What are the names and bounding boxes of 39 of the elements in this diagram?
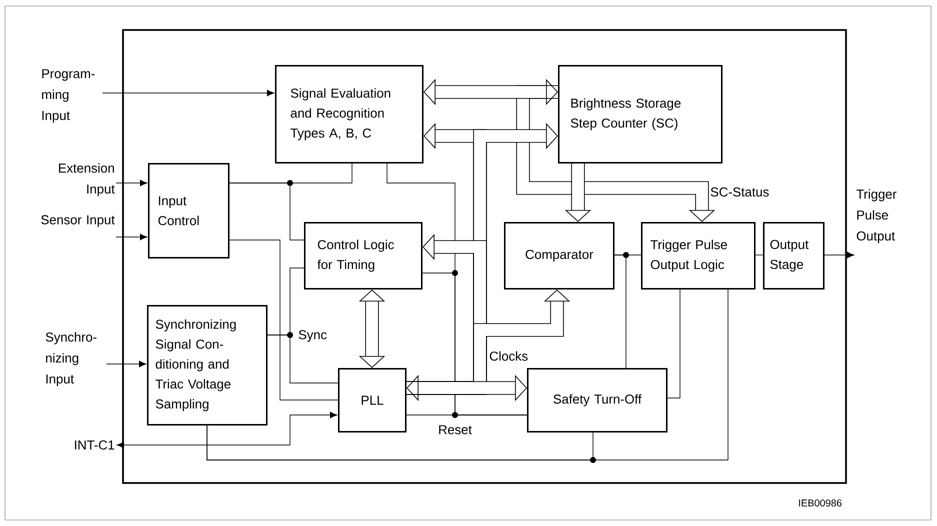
bus-arrow bbox=[358, 290, 386, 368]
arrow bbox=[116, 412, 338, 448]
signal-line bbox=[667, 289, 680, 398]
pin-label: Synchro- nizing Input bbox=[46, 332, 96, 386]
signal-line bbox=[267, 334, 338, 384]
arrow bbox=[102, 90, 274, 96]
signal-label: SC-Status bbox=[710, 187, 769, 197]
bus-arrow bbox=[406, 374, 527, 402]
block-box: Trigger Pulse Output Logic bbox=[641, 222, 756, 290]
signal-line bbox=[406, 414, 528, 416]
bus-arrow bbox=[516, 85, 716, 222]
block-box: Control Logic for Timing bbox=[304, 222, 422, 290]
pin-label: Trigger Pulse Output bbox=[856, 189, 897, 244]
signal-line bbox=[614, 254, 626, 368]
figure-code: IEB00986 bbox=[799, 499, 842, 507]
block-box: Output Stage bbox=[763, 222, 824, 290]
arrow bbox=[116, 234, 148, 240]
arrow bbox=[116, 180, 148, 186]
signal-line bbox=[229, 240, 338, 400]
pin-label: INT-C1 bbox=[75, 440, 114, 450]
block-box: Comparator bbox=[504, 222, 614, 290]
signal-line bbox=[206, 289, 728, 460]
block-box: PLL bbox=[338, 368, 406, 432]
block-box: Brightness Storage Step Counter (SC) bbox=[558, 65, 722, 164]
pin-label: Extension Input bbox=[59, 163, 115, 196]
bus-arrow bbox=[424, 78, 558, 106]
block-box: Signal Evaluation and Recognition Types A, B, C bbox=[275, 65, 424, 164]
block-box: Input Control bbox=[148, 163, 230, 258]
block-box: Safety Turn-Off bbox=[527, 368, 668, 432]
arrow bbox=[824, 252, 854, 258]
signal-label: Sync bbox=[298, 330, 327, 342]
arrow bbox=[106, 360, 146, 368]
pin-label: Program- ming Input bbox=[42, 69, 95, 123]
signal-line bbox=[755, 254, 764, 256]
pin-label: Sensor Input bbox=[41, 215, 115, 227]
block-box: Synchronizing Signal Con- ditioning and Triac Voltage Sampling bbox=[147, 305, 268, 426]
signal-label: Clocks bbox=[490, 351, 528, 361]
signal-line bbox=[229, 182, 304, 240]
signal-label: Reset bbox=[439, 425, 472, 434]
